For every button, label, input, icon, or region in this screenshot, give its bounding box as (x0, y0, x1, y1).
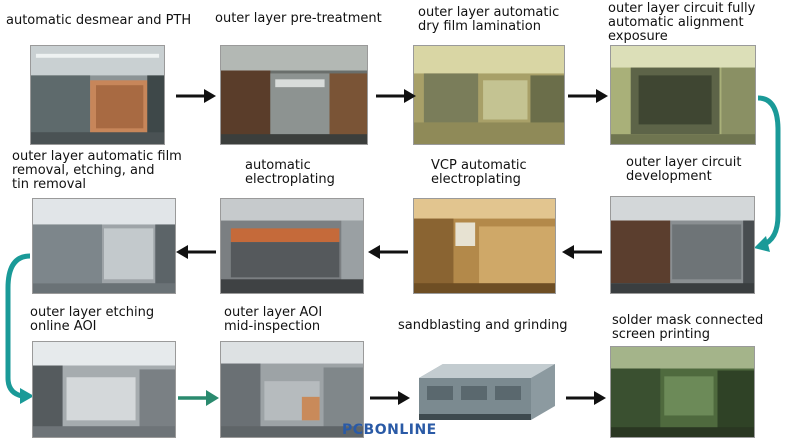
step-label-desmear-pth: automatic desmear and PTH (6, 13, 192, 28)
photo-aoi-mid-inspection (220, 341, 364, 438)
arrow-teal-down-right (754, 95, 781, 252)
step-label-circuit-development: outer layer circuit development (626, 155, 742, 184)
arrow-left-3 (176, 245, 216, 259)
step-label-solder-mask-printing: solder mask connected screen printing (612, 313, 764, 342)
arrow-right-2 (376, 89, 416, 103)
step-label-dry-film-lamination: outer layer automatic dry film laminatio… (418, 5, 560, 34)
step-label-etching-online-aoi: outer layer etching online AOI (30, 305, 155, 334)
photo-vcp-electroplating (413, 198, 556, 294)
photo-automatic-electroplating (220, 198, 364, 294)
arrow-right-5 (566, 391, 606, 405)
photo-circuit-development (610, 196, 755, 294)
photo-desmear-pth (30, 45, 165, 145)
step-label-aoi-mid-inspection: outer layer AOI mid-inspection (224, 305, 323, 334)
arrow-right-4 (370, 391, 410, 405)
step-label-vcp-electroplating: VCP automatic electroplating (431, 158, 527, 187)
step-label-pre-treatment: outer layer pre-treatment (215, 11, 382, 26)
arrow-right-3 (568, 89, 608, 103)
arrow-right-green (178, 390, 219, 406)
photo-dry-film-lamination (413, 45, 565, 145)
arrow-teal-down-left (5, 253, 34, 404)
pcbonline-watermark: PCBONLINE (342, 422, 437, 438)
arrow-left-2 (368, 245, 408, 259)
photo-pre-treatment (220, 45, 368, 145)
step-label-film-removal-etching: outer layer automatic film removal, etch… (12, 149, 182, 192)
photo-film-removal-etching (32, 198, 176, 294)
step-label-automatic-electroplating: automatic electroplating (245, 158, 335, 187)
photo-etching-online-aoi (32, 341, 176, 438)
photo-solder-mask-printing (610, 346, 755, 438)
photo-alignment-exposure (610, 45, 756, 145)
step-label-alignment-exposure: outer layer circuit fully automatic alig… (608, 1, 756, 44)
arrow-left-1 (562, 245, 602, 259)
step-label-sandblasting-grinding: sandblasting and grinding (398, 318, 568, 333)
photo-sandblasting-grinding (413, 356, 561, 428)
arrow-right-1 (176, 89, 216, 103)
